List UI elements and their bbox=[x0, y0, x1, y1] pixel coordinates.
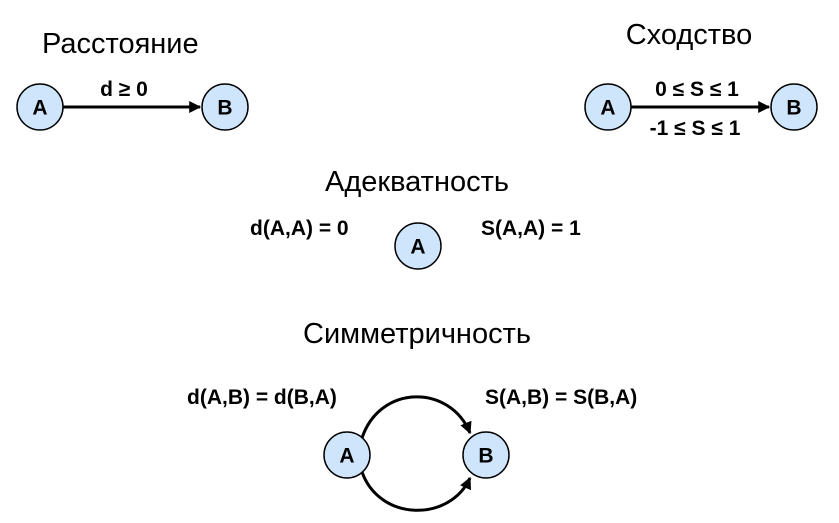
similarity-title: Сходство bbox=[626, 19, 753, 51]
distance-title: Расстояние bbox=[42, 28, 199, 60]
similarity-edge-label-top: 0 ≤ S ≤ 1 bbox=[655, 78, 739, 101]
adequacy-title: Адекватность bbox=[325, 166, 509, 198]
symmetry-formula-left: d(A,B) = d(B,A) bbox=[187, 386, 337, 409]
distance-node-b: B bbox=[201, 83, 249, 131]
distance-section: Расстояние d ≥ 0 A B bbox=[16, 28, 249, 131]
similarity-section: Сходство 0 ≤ S ≤ 1 -1 ≤ S ≤ 1 A B bbox=[584, 19, 818, 140]
distance-node-a: A bbox=[16, 83, 64, 131]
distance-node-b-label: B bbox=[217, 97, 232, 120]
adequacy-formula-right: S(A,A) = 1 bbox=[481, 217, 581, 240]
symmetry-node-a: A bbox=[323, 431, 371, 479]
similarity-node-a-label: A bbox=[600, 97, 615, 120]
adequacy-node-a-label: A bbox=[410, 236, 425, 259]
symmetry-title: Симметричность bbox=[303, 318, 531, 350]
adequacy-node-a: A bbox=[394, 222, 442, 270]
similarity-node-b-label: B bbox=[786, 97, 801, 120]
distance-node-a-label: A bbox=[32, 97, 47, 120]
symmetry-edge-bottom bbox=[360, 471, 472, 512]
symmetry-edge-top bbox=[360, 395, 472, 439]
symmetry-node-a-label: A bbox=[339, 445, 354, 468]
similarity-edge-label-bottom: -1 ≤ S ≤ 1 bbox=[650, 117, 741, 140]
symmetry-formula-right: S(A,B) = S(B,A) bbox=[485, 386, 637, 409]
adequacy-formula-left: d(A,A) = 0 bbox=[250, 217, 349, 240]
adequacy-section: Адекватность d(A,A) = 0 S(A,A) = 1 A bbox=[250, 166, 581, 270]
symmetry-section: Симметричность d(A,B) = d(B,A) S(A,B) = … bbox=[187, 318, 637, 512]
distance-edge-label: d ≥ 0 bbox=[100, 78, 148, 101]
similarity-node-b: B bbox=[770, 83, 818, 131]
symmetry-node-b-label: B bbox=[478, 445, 493, 468]
symmetry-node-b: B bbox=[462, 431, 510, 479]
similarity-node-a: A bbox=[584, 83, 632, 131]
